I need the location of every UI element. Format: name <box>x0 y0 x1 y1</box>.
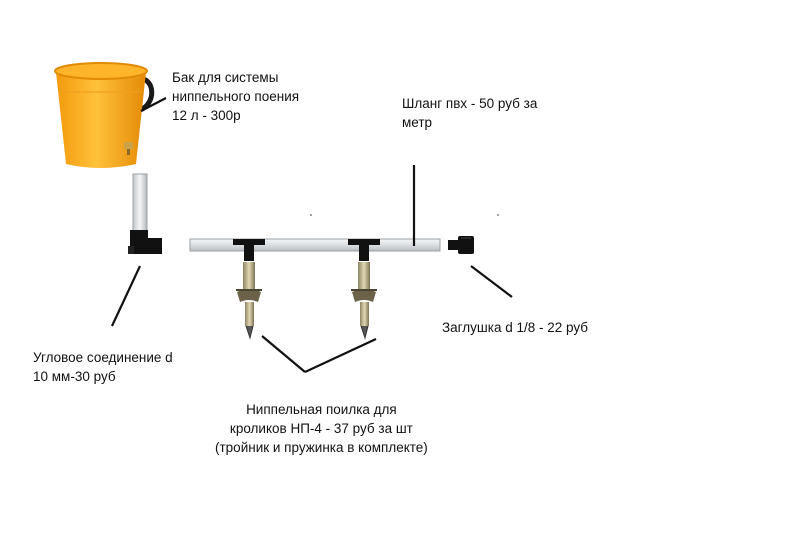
tank-label: Бак для системы ниппельного поения 12 л … <box>172 70 300 123</box>
tank-leader-line <box>140 97 167 112</box>
elbow-fitting-icon <box>128 230 162 254</box>
nipple-drinker-icon <box>351 262 377 340</box>
end-cap-icon <box>448 236 474 254</box>
nipple-label: Ниппельная поилка для кроликов НП-4 - 37… <box>215 402 428 455</box>
tee-fitting-icon <box>348 239 380 261</box>
nipple-drinker-icon <box>236 262 262 340</box>
vertical-hose <box>132 173 148 233</box>
cap-label: Заглушка d 1/8 - 22 руб <box>442 320 588 335</box>
speck <box>497 214 499 216</box>
horizontal-hose <box>189 238 441 252</box>
elbow-label: Угловое соединение d 10 мм-30 руб <box>33 350 173 384</box>
cap-leader-line <box>470 265 513 298</box>
nipple-leader-line-left <box>261 335 306 373</box>
tee-fitting-icon <box>233 239 265 261</box>
bucket-icon <box>54 62 155 168</box>
speck <box>310 214 312 216</box>
nipple-leader-line-right <box>304 338 377 373</box>
elbow-leader-line <box>111 265 141 327</box>
hose-label: Шланг пвх - 50 руб за метр <box>402 96 538 130</box>
